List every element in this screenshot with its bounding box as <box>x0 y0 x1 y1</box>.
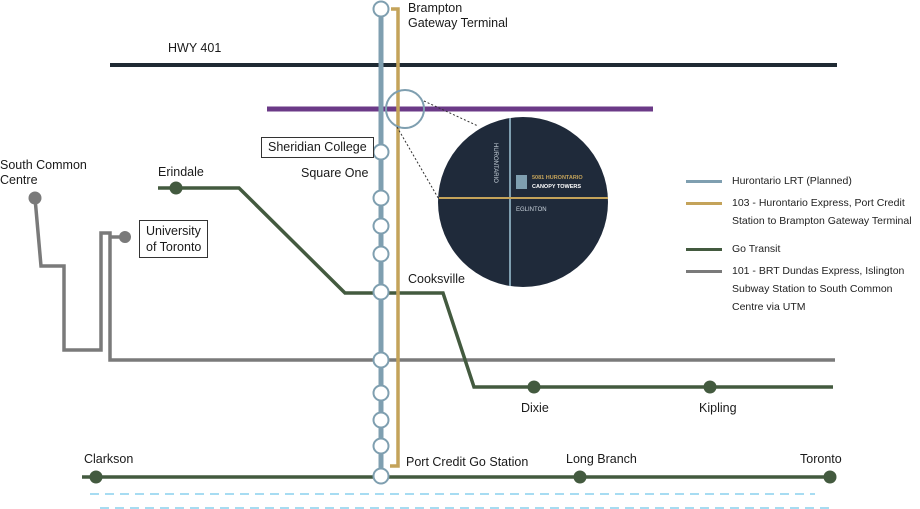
lrt-station <box>372 245 390 263</box>
legend-101-line3: Centre via UTM <box>732 301 806 313</box>
legend-103-line2: Station to Brampton Gateway Terminal <box>732 215 912 227</box>
square-one-label: Square One <box>301 166 369 180</box>
university-label-line1: University <box>146 224 201 238</box>
lrt-station-brampton <box>372 0 390 18</box>
inset-street-horizontal-label: EGLINTON <box>516 207 547 213</box>
lrt-station-sheridan <box>372 143 390 161</box>
inset-street-vertical-label: HURONTARIO <box>492 143 498 183</box>
toronto-stop <box>823 470 837 484</box>
utm-stop <box>119 231 131 243</box>
port-credit-label: Port Credit Go Station <box>406 455 529 469</box>
long-branch-stop <box>573 470 587 484</box>
legend-swatch-101 <box>686 270 722 273</box>
brt-101-line <box>33 197 835 362</box>
university-of-toronto-label: University of Toronto <box>139 220 209 258</box>
lrt-station <box>372 437 390 455</box>
legend-103-line1: 103 - Hurontario Express, Port Credit <box>732 197 905 209</box>
lrt-station <box>372 384 390 402</box>
brampton-label-line2: Gateway Terminal <box>408 16 508 30</box>
inset-building-name: CANOPY TOWERS <box>532 184 581 190</box>
legend-text-lrt: Hurontario LRT (Planned) <box>732 172 852 190</box>
legend-swatch-lrt <box>686 180 722 183</box>
lrt-station-dundas <box>372 351 390 369</box>
dixie-label: Dixie <box>521 401 549 415</box>
sheridan-college-label: Sheridian College <box>261 137 374 158</box>
legend-101-line1: 101 - BRT Dundas Express, Islington <box>732 265 905 277</box>
inset-building-marker <box>516 175 527 189</box>
south-common-stop <box>28 191 42 205</box>
lrt-stations <box>372 0 390 485</box>
inset-building-address: 5081 HURONTARIO <box>532 175 583 181</box>
express-103-line <box>390 7 400 468</box>
lrt-station-cooksville <box>372 283 390 301</box>
kipling-label: Kipling <box>699 401 737 415</box>
kipling-stop <box>703 380 717 394</box>
south-common-label-line1: South Common <box>0 158 87 172</box>
lrt-station <box>372 189 390 207</box>
legend-text-go: Go Transit <box>732 240 780 258</box>
long-branch-label: Long Branch <box>566 452 637 466</box>
brampton-label: Brampton Gateway Terminal <box>408 1 508 31</box>
clarkson-label: Clarkson <box>84 452 134 466</box>
magnifier-ring <box>385 89 425 129</box>
legend-101-line2: Subway Station to South Common <box>732 283 893 295</box>
legend-lrt-line1: Hurontario LRT (Planned) <box>732 175 852 187</box>
south-common-label-line2: Centre <box>0 173 38 187</box>
magnifier-leader-bottom <box>396 126 445 209</box>
lrt-station <box>372 411 390 429</box>
hwy401-label: HWY 401 <box>168 41 222 55</box>
legend-go-line1: Go Transit <box>732 243 781 255</box>
erindale-label: Erindale <box>158 165 204 179</box>
toronto-label: Toronto <box>800 452 842 466</box>
magnifier-leader-top <box>423 100 479 127</box>
dixie-stop <box>527 380 541 394</box>
clarkson-stop <box>89 470 103 484</box>
legend-swatch-103 <box>686 202 722 205</box>
lrt-station-port-credit <box>372 467 390 485</box>
south-common-label: South Common Centre <box>0 158 87 188</box>
inset-map <box>438 117 608 287</box>
university-label-line2: of Toronto <box>146 240 202 254</box>
erindale-stop <box>169 181 183 195</box>
cooksville-label: Cooksville <box>408 272 465 286</box>
legend-text-103: 103 - Hurontario Express, Port Credit St… <box>732 194 912 230</box>
legend-swatch-go <box>686 248 722 251</box>
brampton-label-line1: Brampton <box>408 1 463 15</box>
legend-text-101: 101 - BRT Dundas Express, Islington Subw… <box>732 262 904 316</box>
lrt-station <box>372 217 390 235</box>
